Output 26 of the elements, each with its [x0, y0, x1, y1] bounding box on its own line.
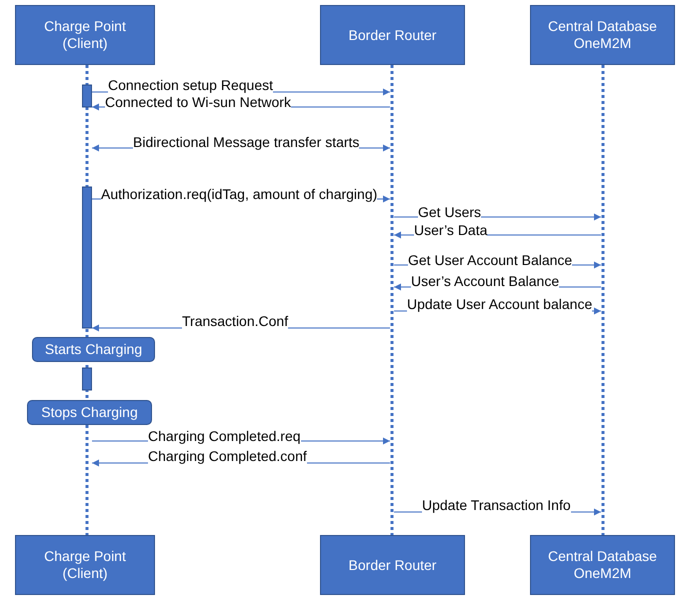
participant-box: Charge Point (Client)	[15, 535, 155, 595]
participant-box: Central Database OneM2M	[530, 5, 675, 65]
state-box: Stops Charging	[27, 400, 152, 425]
message-arrow	[92, 324, 390, 332]
participant-box: Border Router	[320, 535, 465, 595]
message-label: Bidirectional Message transfer starts	[133, 134, 360, 150]
message-arrow	[394, 232, 602, 238]
message-label: Charging Completed.conf	[148, 448, 307, 464]
message-label: Transaction.Conf	[182, 313, 288, 329]
message-arrow	[394, 214, 602, 220]
message-label: Update Transaction Info	[422, 497, 571, 513]
message-label: Charging Completed.req	[148, 428, 301, 444]
lifeline	[601, 65, 605, 535]
state-box: Starts Charging	[32, 337, 155, 362]
participant-box: Charge Point (Client)	[15, 5, 155, 65]
message-label: Connected to Wi-sun Network	[105, 94, 291, 110]
message-label: Get Users	[418, 204, 482, 220]
message-label: Update User Account balance	[407, 296, 592, 312]
message-label: Get User Account Balance	[408, 252, 572, 268]
lifeline	[390, 65, 394, 535]
message-arrow	[92, 438, 390, 444]
message-label: Connection setup Request	[108, 77, 273, 93]
participant-box: Border Router	[320, 5, 465, 65]
participant-box: Central Database OneM2M	[530, 535, 675, 595]
message-label: User’s Data	[414, 222, 488, 238]
message-label: User’s Account Balance	[411, 273, 560, 289]
